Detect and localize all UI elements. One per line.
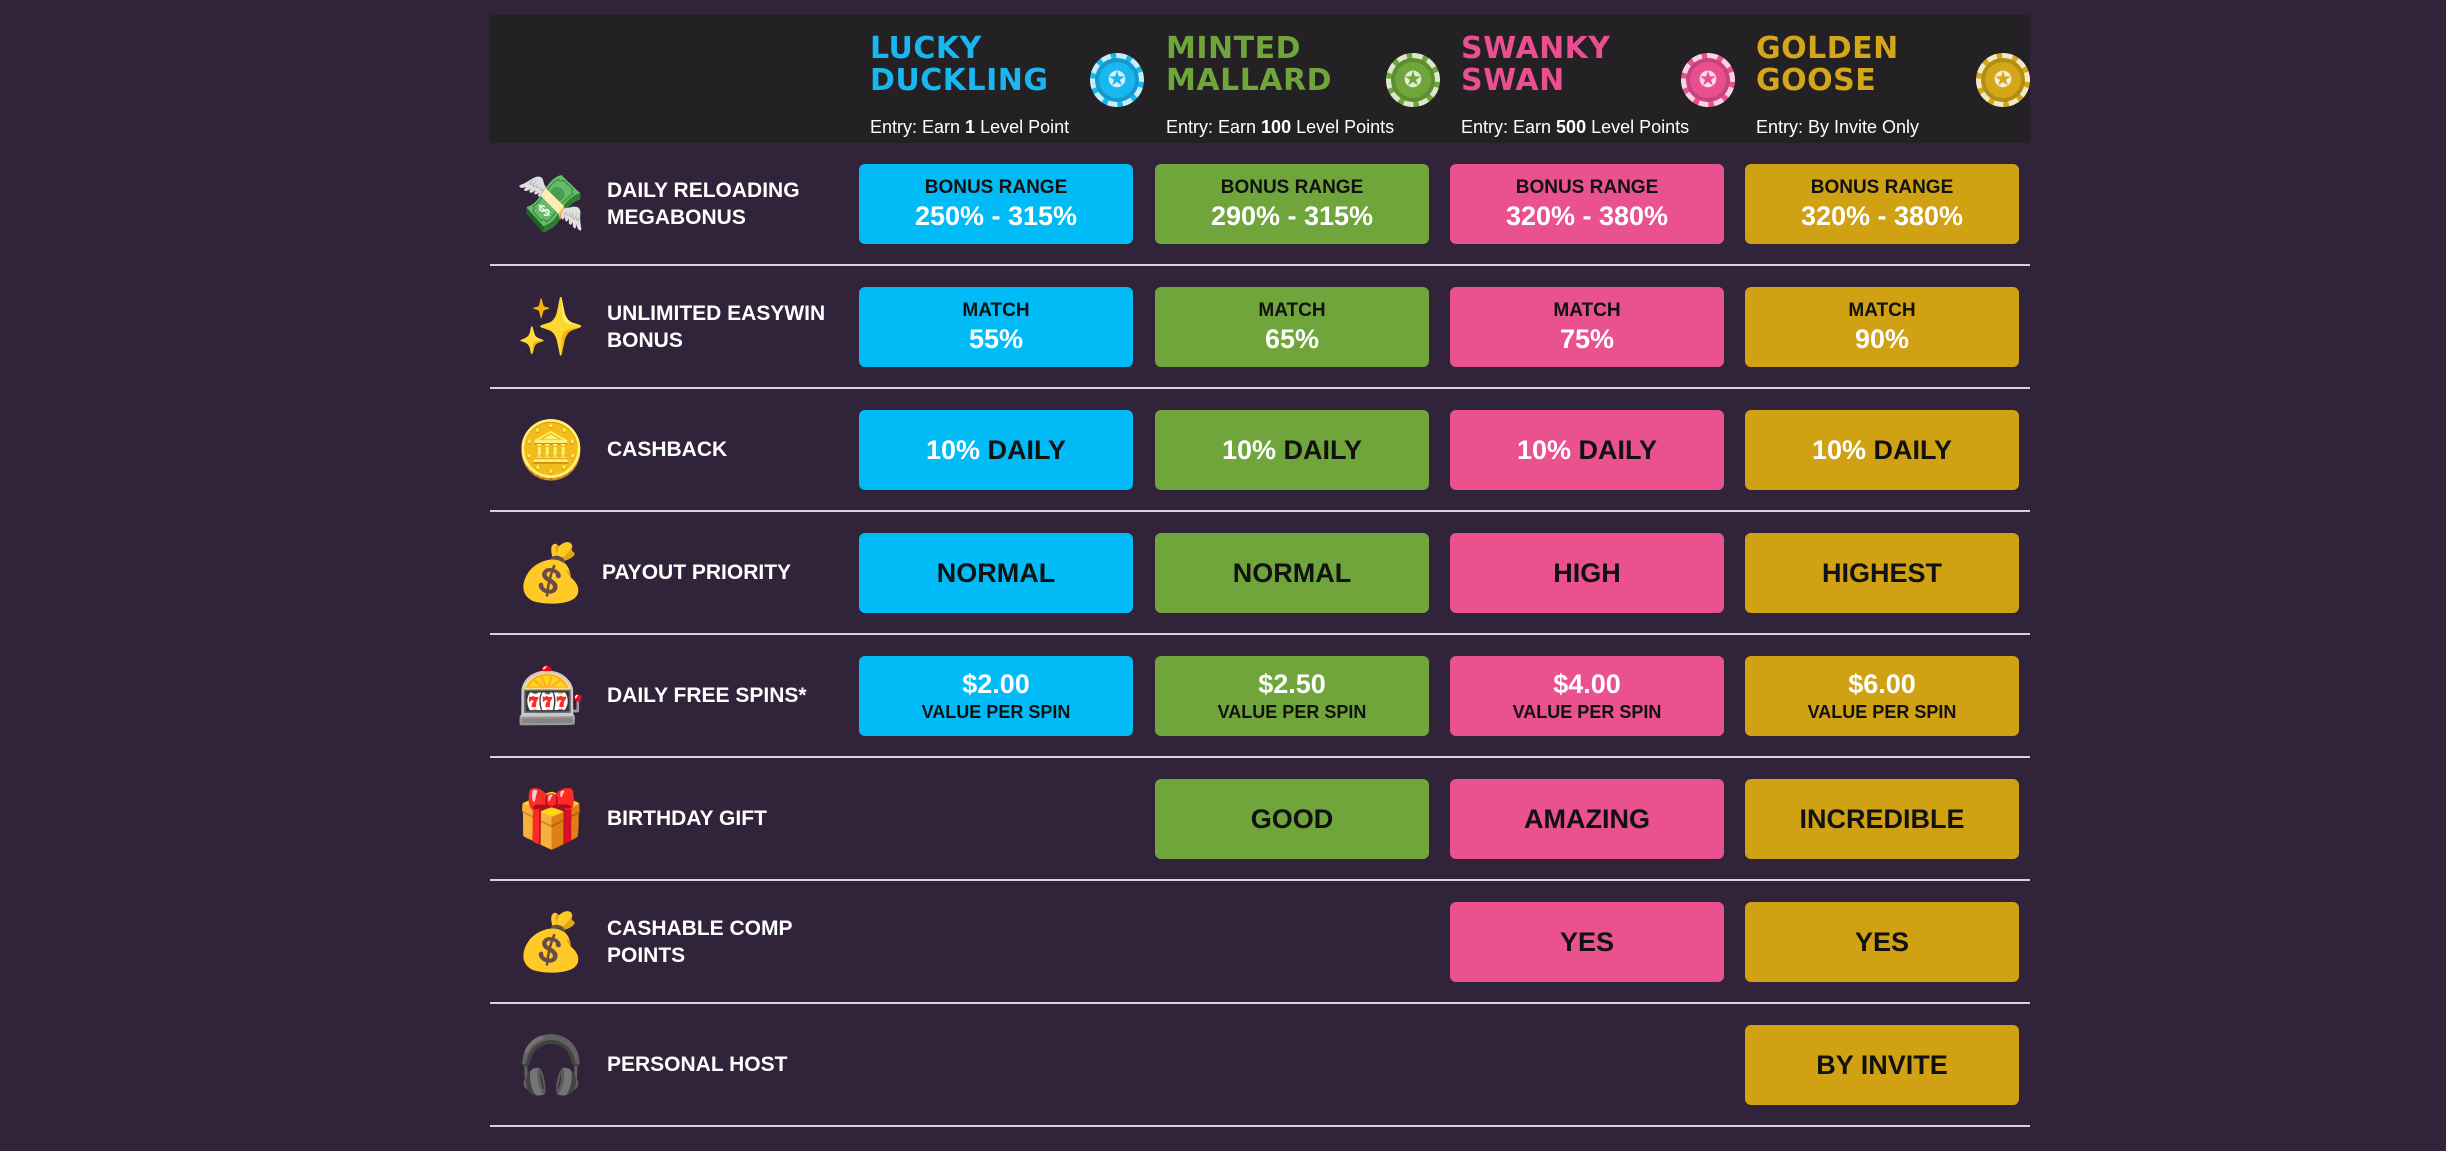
cell-golden-goose: MATCH 90% [1745,287,2019,367]
cell-minted-mallard: GOOD [1155,779,1429,859]
cell-golden-goose: $6.00 VALUE PER SPIN [1745,656,2019,736]
tier-entry-requirement: Entry: Earn 100 Level Points [1166,117,1395,137]
coin-bag-icon: 💰 [516,910,586,973]
cell-swanky-swan: BONUS RANGE 320% - 380% [1450,164,1724,244]
duck-chip-icon: ✪ [1090,53,1144,107]
row-label: PERSONAL HOST [607,1053,788,1076]
cell-lucky-duckling: $2.00 VALUE PER SPIN [859,656,1133,736]
cell-minted-mallard: BONUS RANGE 290% - 315% [1155,164,1429,244]
cell-golden-goose: YES [1745,902,2019,982]
cell-lucky-duckling: BONUS RANGE 250% - 315% [859,164,1133,244]
gift-box-icon: 🎁 [516,787,586,850]
money-bag-hand-icon: 💰 [516,541,586,604]
tier-entry-requirement: Entry: By Invite Only [1756,117,1920,137]
cell-lucky-duckling: MATCH 55% [859,287,1133,367]
tier-entry-requirement: Entry: Earn 1 Level Point [870,117,1070,137]
cell-minted-mallard: $2.50 VALUE PER SPIN [1155,656,1429,736]
cell-swanky-swan: $4.00 VALUE PER SPIN [1450,656,1724,736]
cell-swanky-swan: MATCH 75% [1450,287,1724,367]
row-personal-host: 🎧 PERSONAL HOST BY INVITE [490,1004,2030,1127]
row-payout-priority: 💰 PAYOUT PRIORITY NORMAL NORMAL HIGH HIG… [490,512,2030,635]
tier-header: LUCKY DUCKLING ✪ Entry: Earn 1 Level Poi… [490,15,2030,143]
cell-golden-goose: 10% DAILY [1745,410,2019,490]
cell-lucky-duckling: NORMAL [859,533,1133,613]
cell-golden-goose: INCREDIBLE [1745,779,2019,859]
cell-golden-goose: HIGHEST [1745,533,2019,613]
tier-header-golden-goose: GOLDEN GOOSE ✪ Entry: By Invite Only [1756,33,2030,143]
goose-chip-icon: ✪ [1976,53,2030,107]
mallard-chip-icon: ✪ [1386,53,1440,107]
row-label: UNLIMITED EASYWIN BONUS [607,301,826,352]
row-daily-free-spins: 🎰 DAILY FREE SPINS* $2.00 VALUE PER SPIN… [490,635,2030,758]
cell-lucky-duckling: 10% DAILY [859,410,1133,490]
tier-header-minted-mallard: MINTED MALLARD ✪ Entry: Earn 100 Level P… [1166,33,1440,143]
slot-machine-icon: 🎰 [516,664,586,727]
row-cashback: 🪙 CASHBACK 10% DAILY 10% DAILY 10% DAILY… [490,389,2030,512]
row-label: BIRTHDAY GIFT [607,807,767,830]
cell-minted-mallard: NORMAL [1155,533,1429,613]
dollar-coin-icon: 🪙 [516,418,586,481]
row-label: CASHABLE COMP POINTS [607,916,793,967]
cell-swanky-swan: HIGH [1450,533,1724,613]
row-label: DAILY FREE SPINS* [607,684,807,707]
cell-minted-mallard: 10% DAILY [1155,410,1429,490]
money-cash-icon: 💸 [516,172,586,235]
tier-entry-requirement: Entry: Earn 500 Level Points [1461,117,1690,137]
tier-name: SWANKY SWAN [1461,31,1611,98]
tier-header-lucky-duckling: LUCKY DUCKLING ✪ Entry: Earn 1 Level Poi… [870,33,1144,143]
row-label: PAYOUT PRIORITY [602,561,792,584]
swan-chip-icon: ✪ [1681,53,1735,107]
cell-golden-goose: BY INVITE [1745,1025,2019,1105]
row-birthday-gift: 🎁 BIRTHDAY GIFT GOOD AMAZING INCREDIBLE [490,758,2030,881]
row-cashable-comp-points: 💰 CASHABLE COMP POINTS YES YES [490,881,2030,1004]
cell-swanky-swan: YES [1450,902,1724,982]
sparkles-icon: ✨ [516,295,586,358]
tier-name: GOLDEN GOOSE [1756,31,1899,98]
cell-golden-goose: BONUS RANGE 320% - 380% [1745,164,2019,244]
row-label: CASHBACK [607,438,728,461]
cell-swanky-swan: 10% DAILY [1450,410,1724,490]
row-unlimited-easywin-bonus: ✨ UNLIMITED EASYWIN BONUS MATCH 55% MATC… [490,266,2030,389]
headset-host-icon: 🎧 [516,1033,586,1096]
row-daily-reloading-megabonus: 💸 DAILY RELOADING MEGABONUS BONUS RANGE … [490,143,2030,266]
cell-minted-mallard: MATCH 65% [1155,287,1429,367]
vip-tier-comparison-table: LUCKY DUCKLING ✪ Entry: Earn 1 Level Poi… [490,15,2030,1127]
tier-name: MINTED MALLARD [1166,31,1333,98]
cell-swanky-swan: AMAZING [1450,779,1724,859]
tier-header-swanky-swan: SWANKY SWAN ✪ Entry: Earn 500 Level Poin… [1461,33,1735,143]
tier-name: LUCKY DUCKLING [870,31,1049,98]
row-label: DAILY RELOADING MEGABONUS [607,178,800,229]
